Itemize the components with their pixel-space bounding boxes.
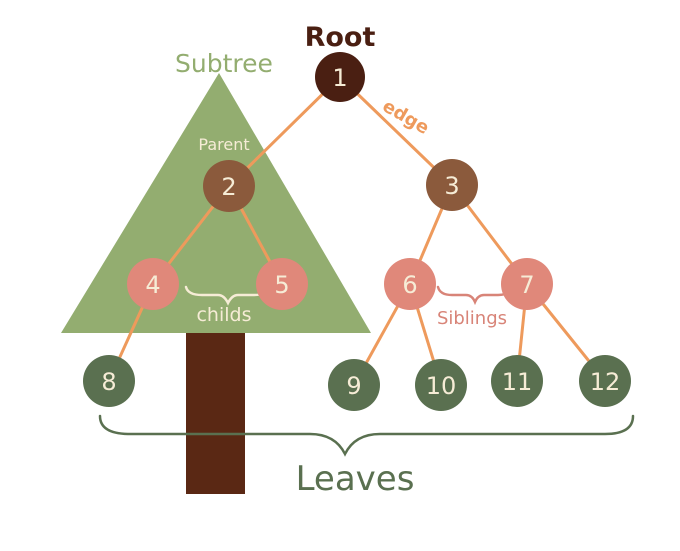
node-label: 10 (426, 372, 457, 400)
node-label: 11 (502, 368, 533, 396)
node-label: 9 (346, 372, 361, 400)
node-label: 6 (402, 271, 417, 299)
tree-node-5: 5 (256, 258, 308, 310)
root-label: Root (305, 22, 376, 53)
tree-node-7: 7 (501, 258, 553, 310)
subtree-label: Subtree (175, 49, 273, 78)
node-label: 7 (519, 271, 534, 299)
node-circle (203, 160, 255, 212)
node-label: 8 (101, 368, 116, 396)
siblings-brace (436, 285, 514, 306)
edge-label: edge (379, 96, 433, 139)
node-circle (127, 258, 179, 310)
childs-label: childs (196, 304, 251, 326)
siblings-label: Siblings (437, 308, 507, 329)
tree-trunk (186, 333, 245, 494)
node-label: 5 (274, 271, 289, 299)
node-label: 1 (332, 64, 347, 92)
node-circle (256, 258, 308, 310)
tree-node-9: 9 (328, 359, 380, 411)
node-circle (426, 159, 478, 211)
node-circle (83, 355, 135, 407)
tree-node-3: 3 (426, 159, 478, 211)
parent-label: Parent (198, 135, 249, 154)
tree-node-12: 12 (579, 355, 631, 407)
leaves-brace (98, 414, 635, 457)
node-circle (491, 355, 543, 407)
tree-node-4: 4 (127, 258, 179, 310)
node-label: 2 (221, 173, 236, 201)
tree-node-8: 8 (83, 355, 135, 407)
node-circle (328, 359, 380, 411)
node-label: 3 (444, 172, 459, 200)
tree-node-11: 11 (491, 355, 543, 407)
tree-node-2: 2 (203, 160, 255, 212)
node-circle (415, 359, 467, 411)
tree-node-6: 6 (384, 258, 436, 310)
node-circle (315, 52, 365, 102)
node-label: 12 (590, 368, 621, 396)
node-circle (501, 258, 553, 310)
node-circle (579, 355, 631, 407)
tree-node-1: 1 (315, 52, 365, 102)
leaves-label: Leaves (296, 459, 415, 499)
node-circle (384, 258, 436, 310)
node-label: 4 (145, 271, 160, 299)
tree-node-10: 10 (415, 359, 467, 411)
